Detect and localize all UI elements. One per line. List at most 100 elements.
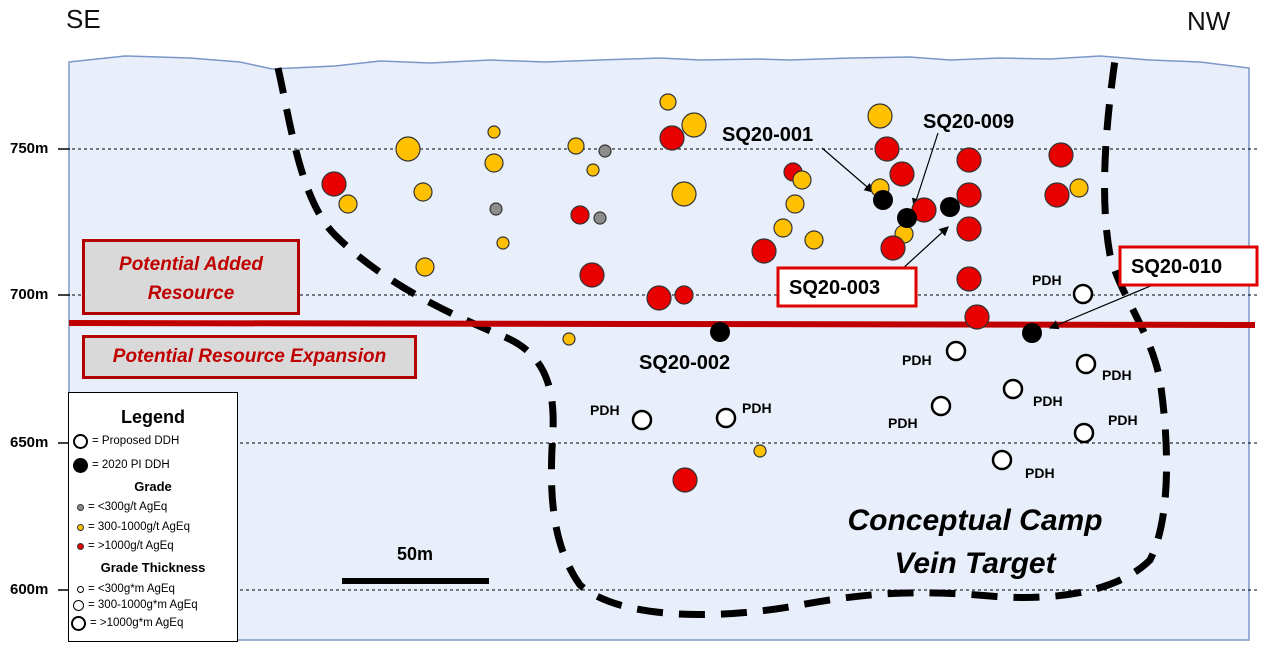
legend-grade-grey: = <300g/t AgEq xyxy=(77,499,167,515)
added-resource-line1: Potential Added xyxy=(119,254,263,275)
sample-intercept xyxy=(659,125,685,151)
legend-title: Legend xyxy=(120,407,185,427)
legend: Legend = Proposed DDH = 2020 PI DDH Grad… xyxy=(68,392,238,642)
yellow-dot-icon xyxy=(77,523,84,531)
legend-thickness-medium: = 300-1000g*m AgEq xyxy=(73,597,198,613)
sample-intercept xyxy=(792,170,812,190)
label-sq20-010: SQ20-010 xyxy=(1131,256,1222,278)
proposed-ddh-label: PDH xyxy=(1025,465,1055,481)
sample-intercept xyxy=(496,236,510,250)
legend-item-label: = 300-1000g*m AgEq xyxy=(88,599,198,611)
sample-intercept xyxy=(681,112,707,138)
legend-item-label: = Proposed DDH xyxy=(92,435,180,447)
sample-intercept xyxy=(889,161,915,187)
leader-sq20-009 xyxy=(912,132,939,209)
legend-item-label: = 2020 PI DDH xyxy=(92,459,170,471)
sample-intercept xyxy=(674,285,694,305)
legend-grade-yellow: = 300-1000g/t AgEq xyxy=(77,519,190,535)
sample-intercept xyxy=(956,182,982,208)
sample-intercept xyxy=(867,103,893,129)
potential-added-resource-box: Potential Added Resource xyxy=(82,239,300,315)
sample-intercept xyxy=(773,218,793,238)
elevation-label-600: 600m xyxy=(10,581,48,598)
sample-intercept xyxy=(598,144,612,158)
legend-item-label: = <300g*m AgEq xyxy=(88,583,175,595)
proposed-ddh-label: PDH xyxy=(1102,367,1132,383)
direction-label-se: SE xyxy=(66,4,101,34)
sample-intercept xyxy=(579,262,605,288)
sq20-003-label-box xyxy=(776,266,918,308)
sample-intercept xyxy=(1048,142,1074,168)
sample-intercept xyxy=(395,136,421,162)
legend-item-label: = 300-1000g/t AgEq xyxy=(88,521,190,533)
sample-intercept xyxy=(785,194,805,214)
target-label-line2: Vein Target xyxy=(894,547,1057,580)
leader-sq20-001 xyxy=(821,147,874,193)
legend-item-proposed: = Proposed DDH xyxy=(73,433,179,449)
sample-intercept xyxy=(751,238,777,264)
sample-intercept xyxy=(413,182,433,202)
legend-grade-title: Grade xyxy=(134,479,172,494)
proposed-ddh-marker xyxy=(1075,353,1097,375)
sample-intercept xyxy=(1069,178,1089,198)
leader-sq20-003 xyxy=(899,226,949,272)
leader-sq20-010 xyxy=(1048,281,1161,330)
elevation-label-650: 650m xyxy=(10,434,48,451)
sample-intercept xyxy=(671,181,697,207)
sample-intercept xyxy=(338,194,358,214)
label-sq20-001: SQ20-001 xyxy=(722,124,813,146)
label-sq20-002: SQ20-002 xyxy=(639,352,730,374)
drill-holes xyxy=(710,190,1042,343)
sample-intercept xyxy=(964,304,990,330)
conceptual-target-outline xyxy=(274,59,1171,618)
large-circle-icon xyxy=(71,615,86,631)
sample-intercept xyxy=(804,230,824,250)
sample-intercept xyxy=(956,266,982,292)
sample-intercept xyxy=(956,216,982,242)
sample-intercept xyxy=(567,137,585,155)
label-sq20-003: SQ20-003 xyxy=(789,277,880,299)
pi-ddh-marker xyxy=(1022,323,1042,343)
proposed-ddh-marker xyxy=(631,409,653,431)
direction-label-nw: NW xyxy=(1187,6,1231,36)
proposed-ddh-marker xyxy=(945,340,967,362)
legend-item-label: = <300g/t AgEq xyxy=(88,501,168,513)
proposed-ddh-label: PDH xyxy=(742,400,772,416)
pi-hole-icon xyxy=(73,457,88,473)
sample-intercept xyxy=(562,332,576,346)
medium-circle-icon xyxy=(73,599,84,611)
legend-item-label: = >1000g*m AgEq xyxy=(90,617,184,629)
sample-intercept xyxy=(956,147,982,173)
proposed-ddh-label: PDH xyxy=(902,352,932,368)
sample-intercept xyxy=(593,211,607,225)
scale-bar-label: 50m xyxy=(397,544,433,564)
legend-thickness-large: = >1000g*m AgEq xyxy=(71,615,183,631)
sample-intercept xyxy=(874,136,900,162)
legend-item-pi: = 2020 PI DDH xyxy=(73,457,170,473)
sq20-010-label-box xyxy=(1118,245,1259,287)
pi-ddh-marker xyxy=(710,322,730,342)
sample-intercept xyxy=(489,202,503,216)
sample-intercept xyxy=(570,205,590,225)
pi-ddh-marker xyxy=(897,208,917,228)
proposed-ddh-marker xyxy=(1072,283,1094,305)
sample-intercept xyxy=(880,235,906,261)
label-sq20-009: SQ20-009 xyxy=(923,111,1014,133)
proposed-ddh-label: PDH xyxy=(888,415,918,431)
sample-intercept xyxy=(487,125,501,139)
sample-points xyxy=(321,93,1089,493)
sample-intercept xyxy=(415,257,435,277)
proposed-ddh-marker xyxy=(715,407,737,429)
sample-intercept xyxy=(659,93,677,111)
sample-intercept xyxy=(484,153,504,173)
legend-grade-red: = >1000g/t AgEq xyxy=(77,538,174,554)
potential-expansion-box: Potential Resource Expansion xyxy=(82,335,417,379)
target-label-line1: Conceptual Camp xyxy=(847,504,1102,537)
small-circle-icon xyxy=(77,585,84,593)
sample-intercept xyxy=(646,285,672,311)
legend-thickness-small: = <300g*m AgEq xyxy=(77,581,175,597)
proposed-ddh-marker xyxy=(930,395,952,417)
